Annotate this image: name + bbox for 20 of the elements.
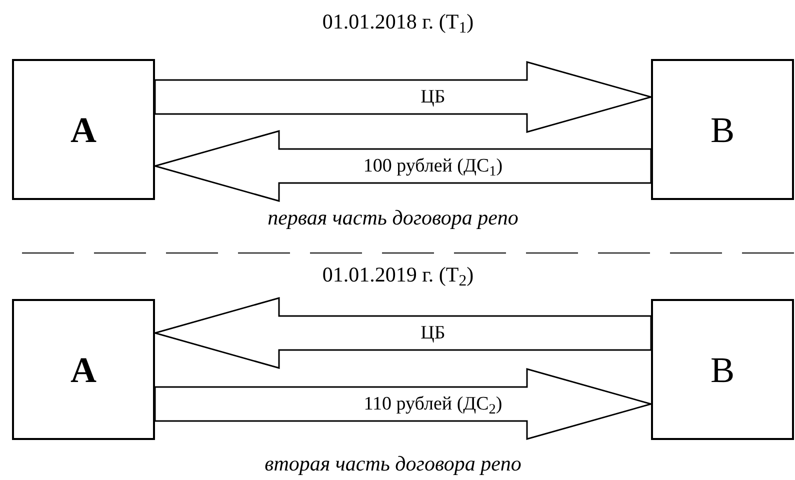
party-box [651, 299, 794, 440]
caption-text: вторая часть договора репо [264, 454, 522, 474]
party-name: B [710, 112, 734, 148]
party-box [12, 59, 155, 200]
edge-label: 100 рублей (ДС$_{1}$) [363, 156, 503, 176]
edge-label: ЦБ [420, 88, 446, 106]
date-heading: 01.01.2018 г. (T$_{1}$) [322, 12, 474, 32]
block-arrow [154, 368, 654, 440]
block-arrow [154, 61, 654, 133]
caption-text: первая часть договора репо [268, 208, 518, 228]
block-arrow [152, 130, 652, 202]
date-heading: 01.01.2019 г. (T$_{2}$) [322, 264, 474, 286]
party-name: A [70, 112, 96, 148]
party-box [12, 299, 155, 440]
edge-label: 110 рублей (ДС$_{2}$) [364, 394, 502, 414]
party-box [651, 59, 794, 200]
party-name: B [710, 352, 734, 388]
block-arrow [152, 297, 652, 369]
party-name: A [70, 352, 96, 388]
edge-label: ЦБ [420, 324, 446, 342]
